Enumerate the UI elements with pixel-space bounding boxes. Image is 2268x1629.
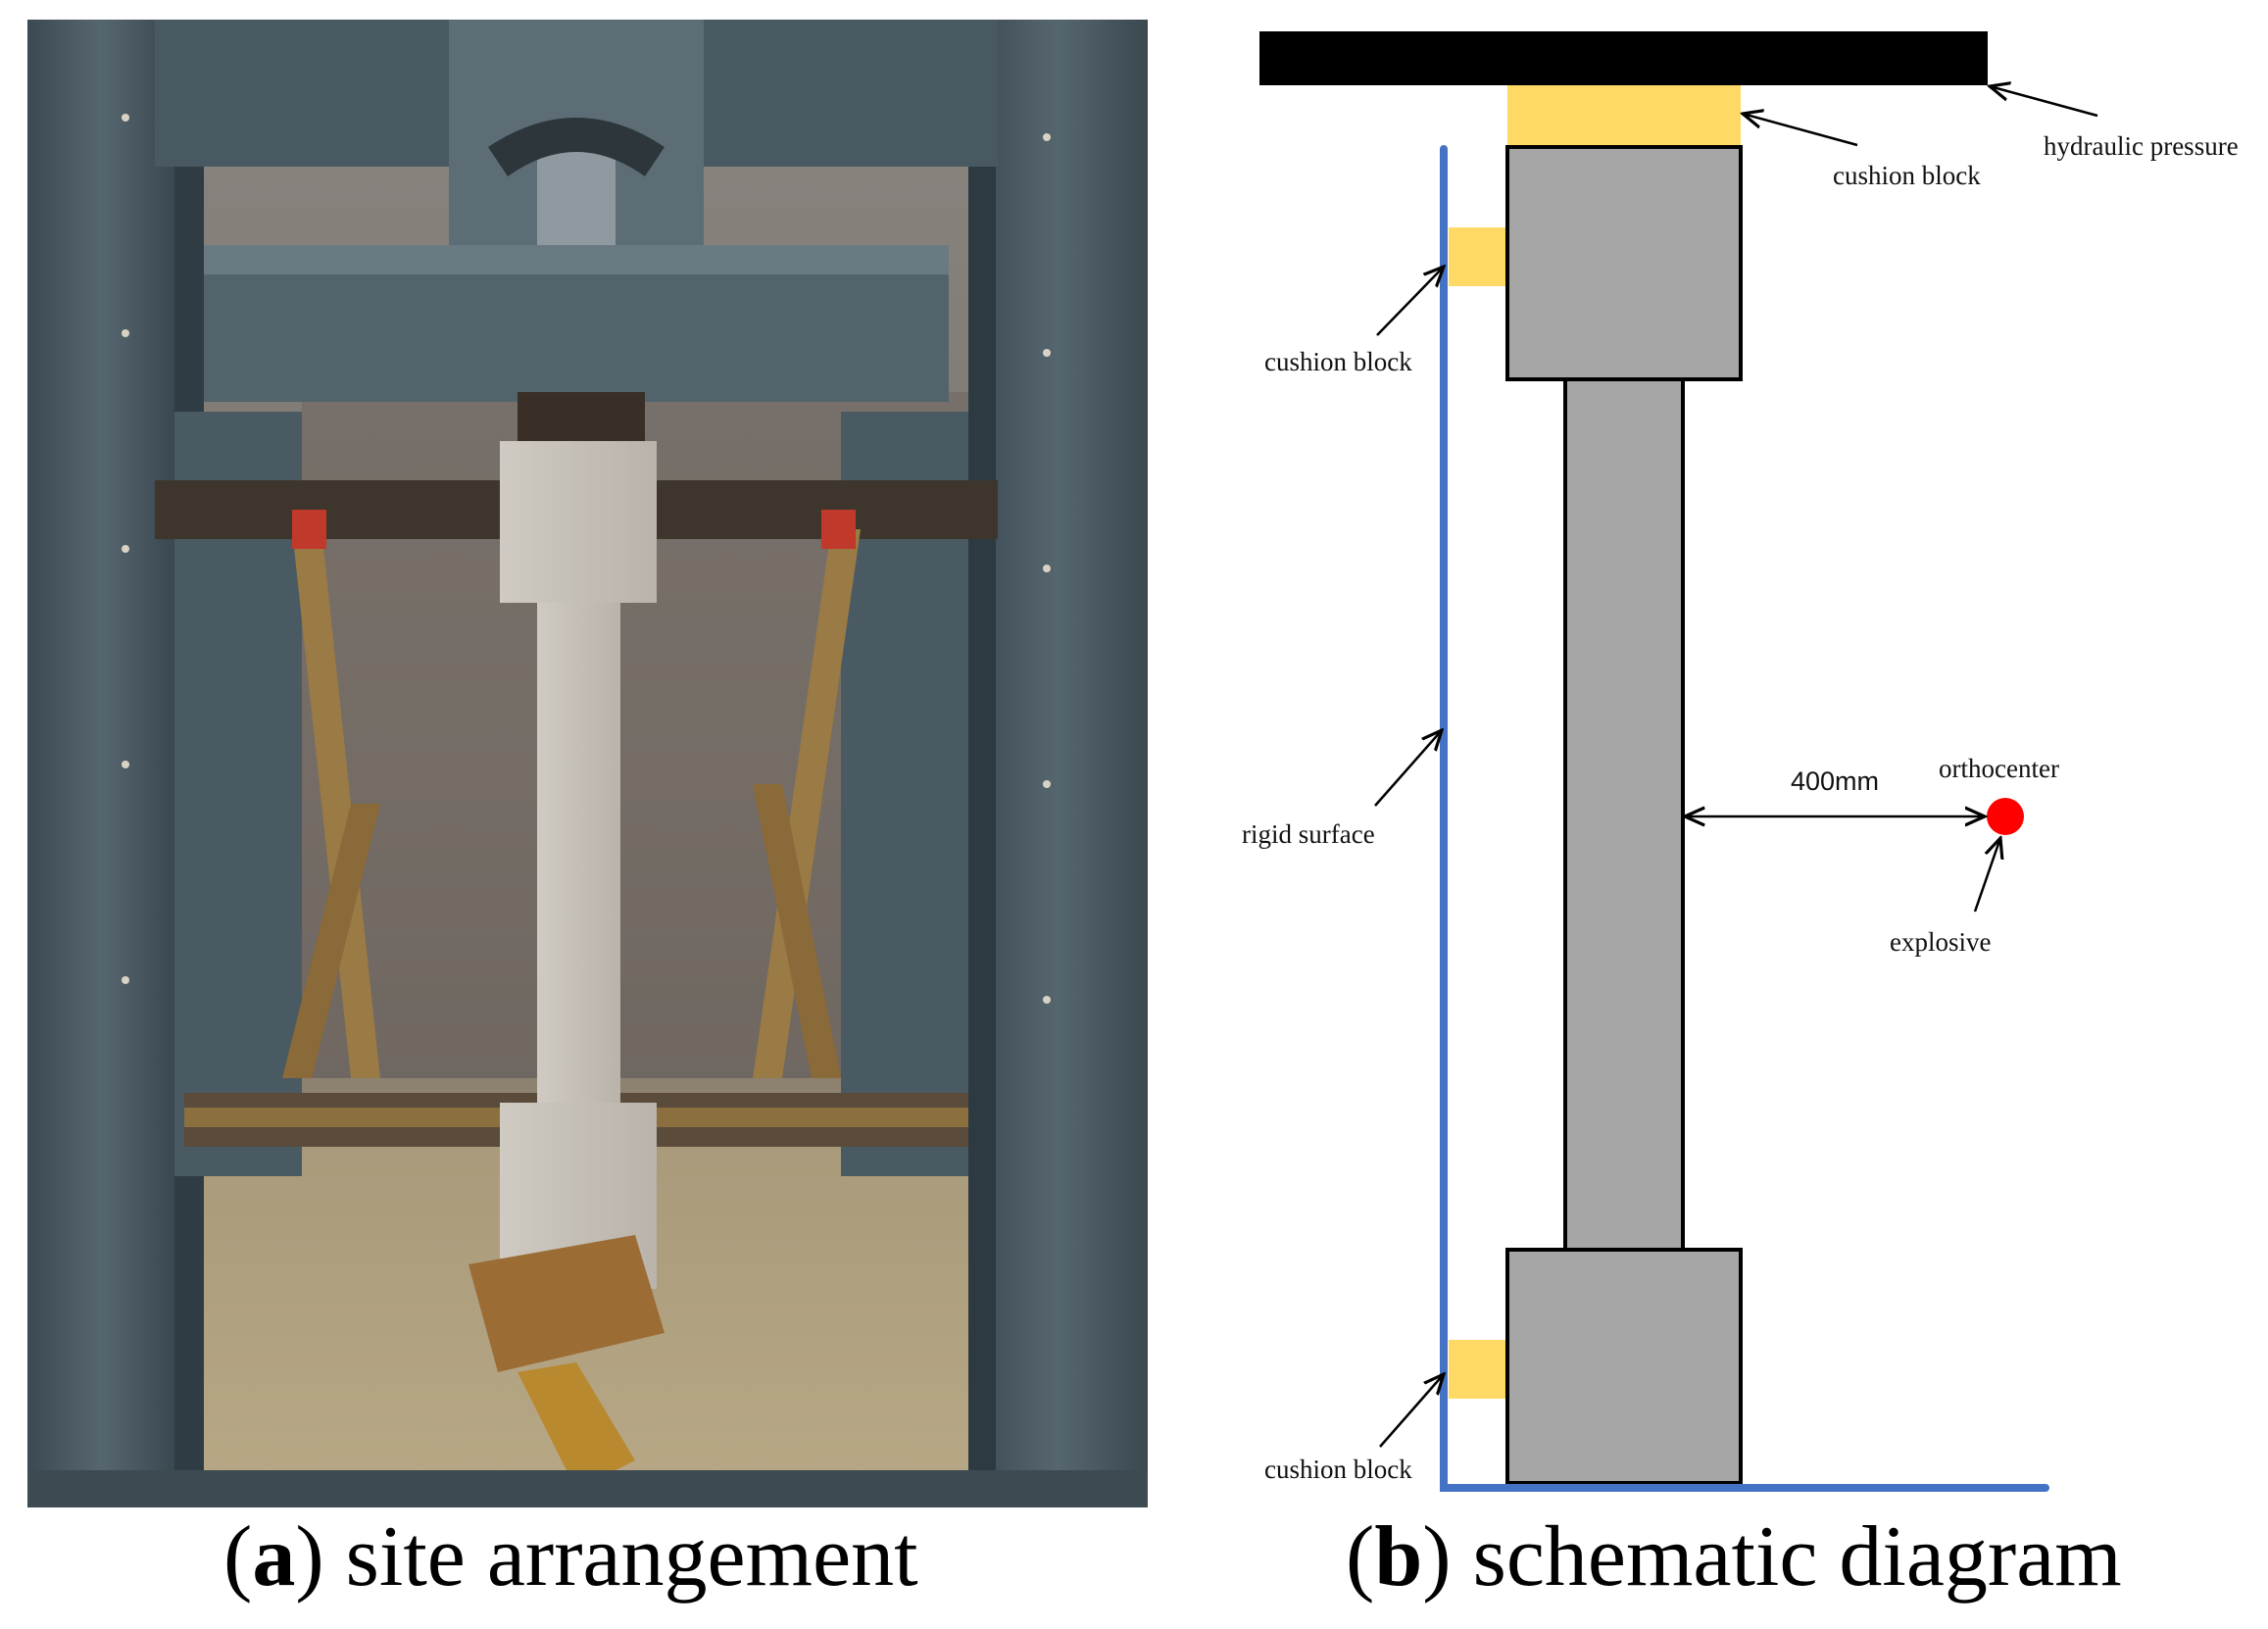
caption-b-text: schematic diagram — [1472, 1509, 2122, 1604]
label-distance: 400mm — [1791, 766, 1879, 796]
explosive-marker — [1987, 798, 2024, 835]
label-orthocenter: orthocenter — [1939, 754, 2059, 783]
column-shaft — [1563, 377, 1685, 1252]
site-arrangement-photo — [27, 20, 1148, 1507]
cushion-block-upper-left-leader — [1376, 267, 1444, 336]
label-rigid-surface: rigid surface — [1242, 819, 1375, 849]
label-hydraulic-pressure: hydraulic pressure — [2044, 131, 2239, 161]
cushion-block-top — [1507, 85, 1741, 147]
caption-a-text: site arrangement — [345, 1509, 918, 1604]
caption-b-letter: b — [1374, 1509, 1423, 1604]
label-cushion-block-upper-left: cushion block — [1264, 347, 1412, 376]
label-cushion-block-lower-left: cushion block — [1264, 1455, 1412, 1484]
cushion-block-lower-left — [1449, 1340, 1505, 1399]
caption-b: (b) schematic diagram — [1346, 1509, 2122, 1604]
caption-a-letter: a — [252, 1509, 296, 1604]
cushion-block-upper-left — [1449, 227, 1505, 286]
label-cushion-block-top: cushion block — [1833, 161, 1981, 190]
caption-a: (a) site arrangement — [223, 1509, 918, 1604]
hydraulic-loading-plate — [1259, 31, 1988, 85]
rigid-surface — [1440, 145, 2049, 1492]
column-top-block — [1505, 145, 1743, 381]
cushion-block-lower-left-leader — [1379, 1374, 1444, 1448]
cushion-block-top-leader — [1743, 114, 1858, 147]
hydraulic-pressure-leader — [1990, 86, 2098, 118]
label-explosive: explosive — [1890, 927, 1991, 957]
column-bottom-block — [1505, 1248, 1743, 1485]
explosive-leader — [1973, 838, 2000, 913]
rigid-surface-leader — [1374, 730, 1442, 807]
